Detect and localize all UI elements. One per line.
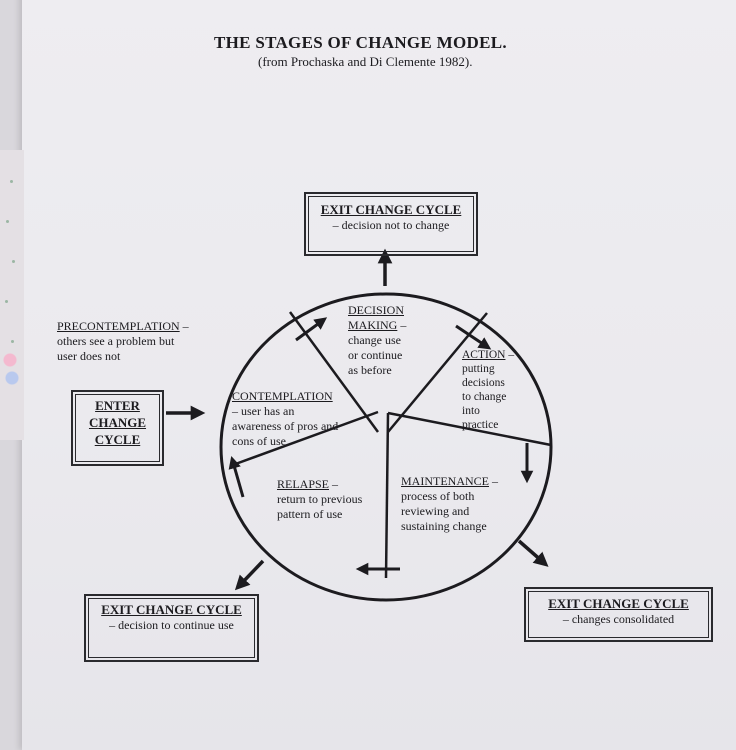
exit-box-continue-use: EXIT CHANGE CYCLE – decision to continue… <box>84 594 259 662</box>
maintenance-name: MAINTENANCE <box>401 474 489 488</box>
decision-line-1: change use <box>348 333 401 347</box>
spoke-maintenance-relapse <box>384 412 390 579</box>
spoke-relapse-contemplation <box>229 410 379 468</box>
relapse-line-2: pattern of use <box>277 507 343 521</box>
paper-sheet <box>22 0 736 750</box>
maintenance-label: MAINTENANCE – process of both reviewing … <box>401 474 498 533</box>
arrow-to-action <box>455 324 492 350</box>
exit-left-heading: EXIT CHANGE CYCLE <box>101 602 242 617</box>
arrow-to-decision <box>295 317 328 342</box>
exit-left-text: – decision to continue use <box>109 618 234 632</box>
contemplation-line-2: awareness of pros and <box>232 419 339 433</box>
precontemplation-line-2: user does not <box>57 349 121 363</box>
fabric-edge <box>0 150 24 440</box>
arrow-exit-right <box>517 539 549 567</box>
maintenance-line-3: sustaining change <box>401 519 487 533</box>
precontemplation-line-1: others see a problem but <box>57 334 175 348</box>
action-line-4: into <box>462 405 480 418</box>
action-line-2: decisions <box>462 377 505 390</box>
contemplation-label: CONTEMPLATION – user has an awareness of… <box>232 389 338 449</box>
enter-change-cycle-box: ENTER CHANGE CYCLE <box>71 390 164 466</box>
arrow-exit-left <box>234 559 265 591</box>
precontemplation-label: PRECONTEMPLATION – others see a problem … <box>57 319 189 363</box>
exit-top-text: – decision not to change <box>332 218 450 232</box>
decision-making-label: DECISION MAKING – change use or continue… <box>348 303 407 377</box>
relapse-line-1: return to previous <box>277 492 363 506</box>
contemplation-line-1: – user has an <box>232 404 295 418</box>
action-label: ACTION – putting decisions to change int… <box>462 349 515 432</box>
exit-right-heading: EXIT CHANGE CYCLE <box>548 596 689 611</box>
enter-line-1: ENTER <box>95 398 140 413</box>
decision-line-2: or continue <box>348 348 403 362</box>
decision-line-3: as before <box>348 363 392 377</box>
exit-box-decision-not-to-change: EXIT CHANGE CYCLE – decision not to chan… <box>304 192 478 256</box>
spoke-decision-action <box>387 312 488 433</box>
arrow-to-contemplation <box>228 455 245 498</box>
action-line-1: putting <box>462 363 495 376</box>
diagram-subtitle: (from Prochaska and Di Clemente 1982). <box>258 54 473 69</box>
action-line-3: to change <box>462 391 507 404</box>
decision-name-1: DECISION <box>348 303 404 317</box>
action-line-5: practice <box>462 419 499 432</box>
action-name: ACTION <box>462 349 506 361</box>
enter-line-2: CHANGE <box>88 414 147 430</box>
relapse-label: RELAPSE – return to previous pattern of … <box>277 477 363 521</box>
maintenance-line-2: reviewing and <box>401 504 470 518</box>
contemplation-line-3: cons of use <box>232 434 286 448</box>
diagram-title: THE STAGES OF CHANGE MODEL. <box>214 33 507 52</box>
exit-box-changes-consolidated: EXIT CHANGE CYCLE – changes consolidated <box>524 587 713 642</box>
maintenance-line-1: process of both <box>401 489 475 503</box>
relapse-name: RELAPSE <box>277 477 330 491</box>
flower-pattern <box>2 350 22 390</box>
contemplation-name: CONTEMPLATION <box>232 389 333 403</box>
exit-right-text: – changes consolidated <box>562 612 675 626</box>
decision-name-2: MAKING <box>348 318 398 332</box>
spoke-action-maintenance <box>387 411 552 447</box>
enter-line-3: CYCLE <box>94 431 141 447</box>
exit-top-heading: EXIT CHANGE CYCLE <box>320 202 462 217</box>
precontemplation-name: PRECONTEMPLATION <box>57 319 180 333</box>
cycle-circle <box>219 292 553 602</box>
